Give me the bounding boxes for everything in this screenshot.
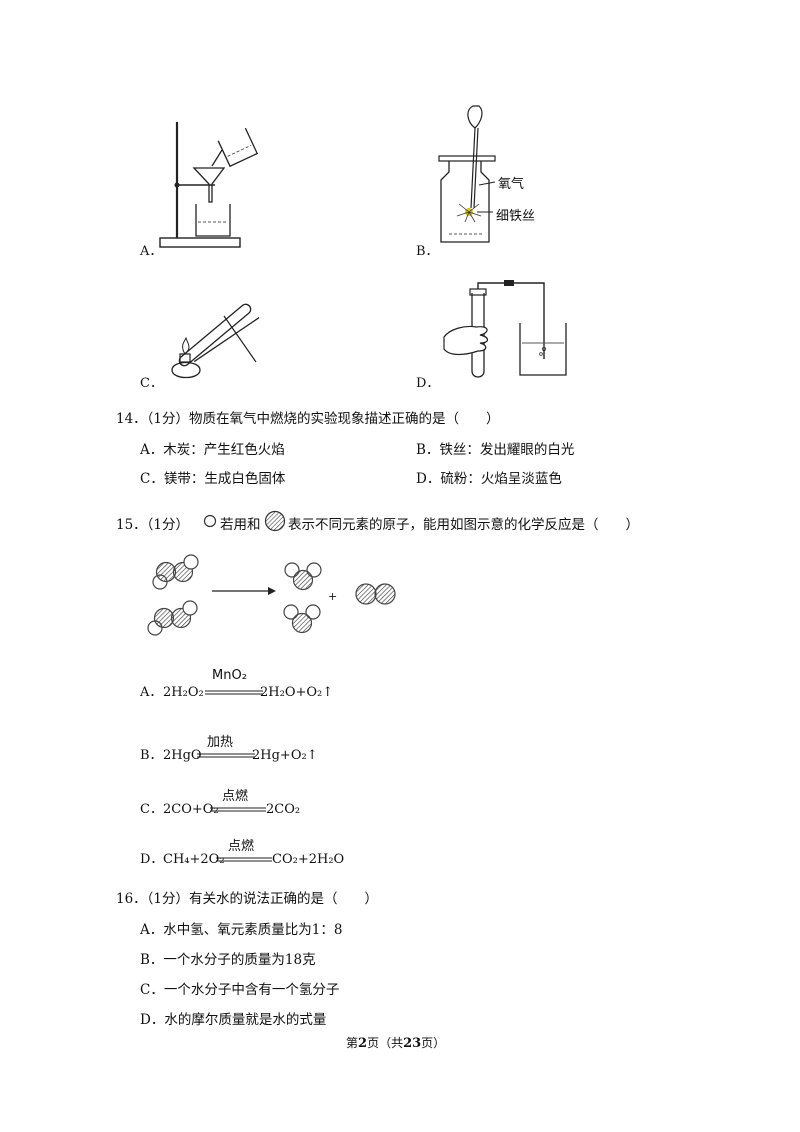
q15-option-d-condition: 点燃: [228, 839, 255, 854]
q15-option-a-reactants: 2H₂O₂: [163, 685, 204, 700]
q15-option-b-condition: 加热: [207, 735, 234, 750]
label-iron-wire: 细铁丝: [496, 209, 536, 224]
q15-option-c-condition: 点燃: [222, 789, 249, 804]
gas-collection-figure: [443, 280, 567, 378]
q15-option-b-label: B．: [140, 748, 163, 763]
q15-option-a-products: 2H₂O+O₂↑: [260, 685, 334, 700]
footer-pre: 第: [346, 1036, 359, 1050]
q15-stem-prefix: 15．（1分）: [116, 517, 190, 533]
white-atom-icon: [203, 514, 217, 528]
reaction-plus-sign: +: [328, 590, 338, 603]
heating-test-tube-figure: [171, 303, 260, 379]
double-line-c: [210, 807, 266, 812]
footer-post: 页）: [421, 1036, 446, 1050]
q15-stem-part2: 表示不同元素的原子，能用如图示意的化学反应是（ ）: [288, 517, 639, 533]
filtration-apparatus-figure: [159, 122, 259, 248]
option-b-label: B．: [416, 244, 439, 259]
reaction-diagram: [147, 554, 396, 636]
q15-option-d-label: D．: [140, 852, 164, 867]
footer-mid: 页（共: [367, 1036, 404, 1050]
q15-option-a-label: A．: [140, 685, 163, 700]
option-d-label: D．: [416, 376, 440, 391]
footer-total-pages: 23: [403, 1036, 422, 1051]
q16-option-b: B．一个水分子的质量为18克: [140, 952, 316, 968]
q15-stem-part1: 若用和: [220, 517, 261, 533]
iron-wire-combustion-figure: [438, 105, 496, 243]
q16-option-a: A．水中氢、氧元素质量比为1：8: [140, 922, 343, 938]
q14-option-a: A．木炭：产生红色火焰: [140, 442, 285, 458]
q14-option-d: D．硫粉：火焰呈淡蓝色: [416, 471, 562, 487]
option-a-label: A．: [140, 244, 163, 259]
q16-option-d: D．水的摩尔质量就是水的式量: [140, 1012, 327, 1028]
page-footer: 第2页（共23页）: [346, 1034, 445, 1051]
double-line-d: [216, 857, 272, 862]
q15-option-b-reactants: 2HgO: [163, 748, 202, 763]
q15-option-d-products: CO₂+2H₂O: [272, 852, 345, 867]
q15-option-a-condition: MnO₂: [212, 668, 247, 683]
q16-option-c: C．一个水分子中含有一个氢分子: [140, 982, 340, 998]
q15-option-c-products: 2CO₂: [266, 802, 301, 817]
q15-option-c-reactants: 2CO+O₂: [163, 802, 219, 817]
double-line-a: [205, 690, 263, 695]
double-line-b: [197, 753, 255, 758]
q15-option-d-reactants: CH₄+2O₂: [163, 852, 225, 867]
option-c-label: C．: [140, 376, 163, 391]
q15-option-b-products: 2Hg+O₂↑: [252, 748, 318, 763]
hatched-atom-icon: [264, 510, 286, 532]
q15-option-c-label: C．: [140, 802, 163, 817]
q14-stem: 14．（1分）物质在氧气中燃烧的实验现象描述正确的是（ ）: [116, 411, 500, 427]
footer-page-number: 2: [358, 1036, 368, 1051]
q14-option-b: B．铁丝：发出耀眼的白光: [416, 442, 575, 458]
label-oxygen: 氧气: [498, 177, 525, 192]
q16-stem: 16．（1分）有关水的说法正确的是（ ）: [116, 891, 379, 907]
q14-option-c: C．镁带：生成白色固体: [140, 471, 286, 487]
